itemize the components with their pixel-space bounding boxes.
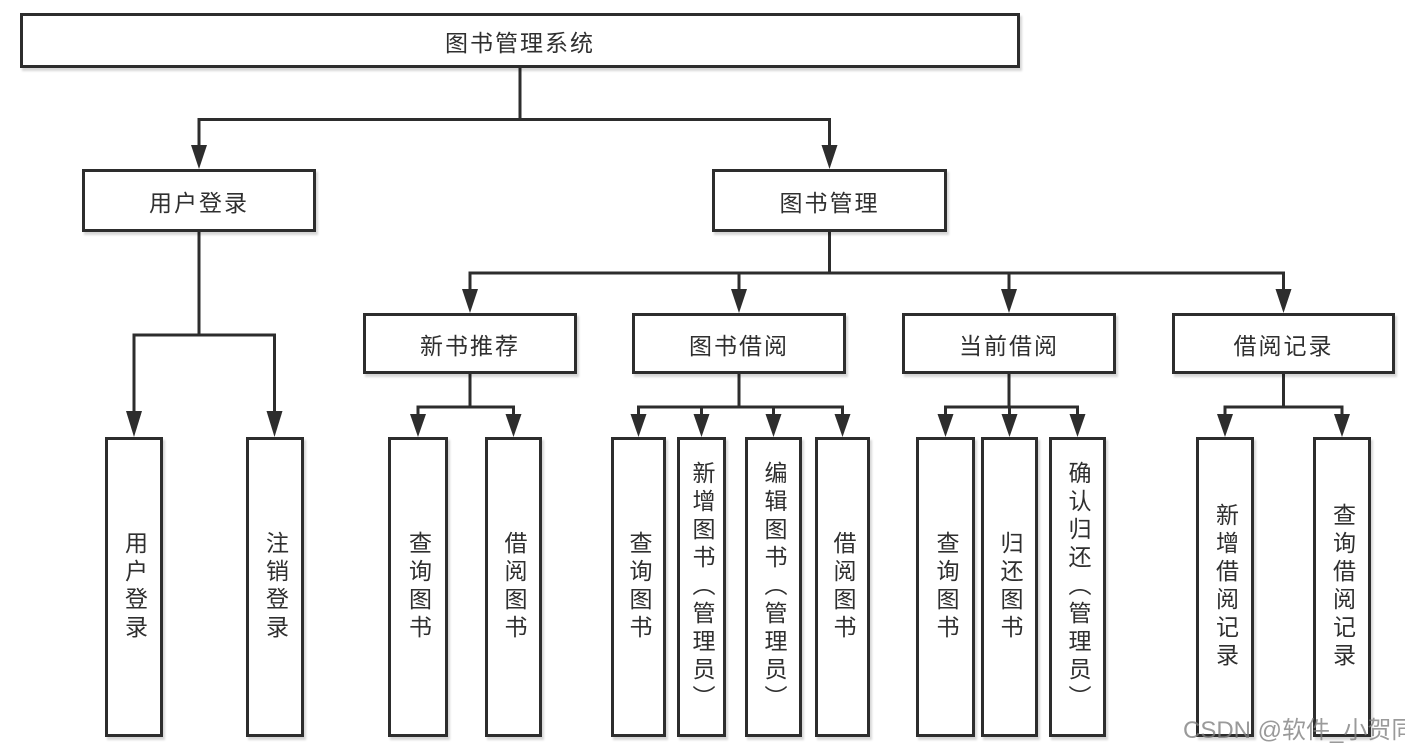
leaf-return-book: 归还图书 — [981, 437, 1038, 737]
node-new-book-recommendation: 新书推荐 — [363, 313, 577, 374]
leaf-add-borrow-record: 新增借阅记录 — [1196, 437, 1254, 737]
leaf-edit-book-admin: 编辑图书（管理员） — [745, 437, 802, 737]
csdn-watermark: CSDN @软件_小贺同学 — [1183, 717, 1405, 744]
leaf-logout: 注销登录 — [246, 437, 304, 737]
leaf-add-book-admin: 新增图书（管理员） — [677, 437, 726, 737]
node-user-login: 用户登录 — [82, 169, 316, 232]
leaf-borrow-book-recommend: 借阅图书 — [485, 437, 542, 737]
node-root-system: 图书管理系统 — [20, 13, 1020, 68]
leaf-confirm-return-admin: 确认归还（管理员） — [1049, 437, 1106, 737]
node-book-management: 图书管理 — [712, 169, 947, 232]
leaf-query-borrow-record: 查询借阅记录 — [1313, 437, 1371, 737]
leaf-query-book-recommend: 查询图书 — [388, 437, 448, 737]
node-book-borrowing: 图书借阅 — [632, 313, 846, 374]
node-current-borrowing: 当前借阅 — [902, 313, 1116, 374]
leaf-query-book-current: 查询图书 — [916, 437, 975, 737]
leaf-query-book-borrowing: 查询图书 — [611, 437, 666, 737]
leaf-user-login: 用户登录 — [105, 437, 163, 737]
leaf-borrow-book: 借阅图书 — [815, 437, 870, 737]
node-borrowing-records: 借阅记录 — [1172, 313, 1395, 374]
